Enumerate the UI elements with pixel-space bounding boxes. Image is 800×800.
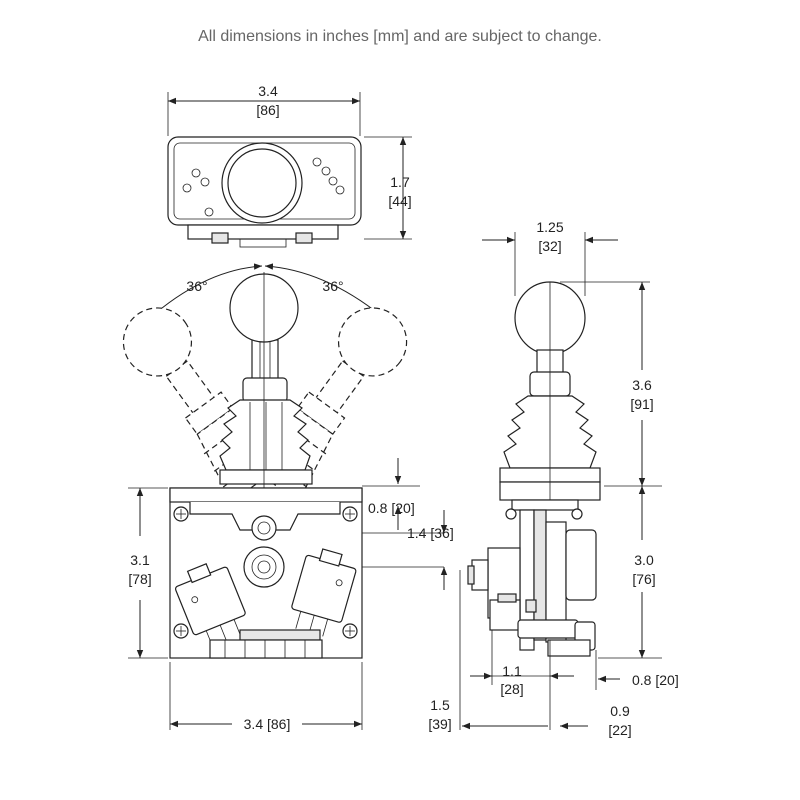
side-above-in-label: 3.6 [632,377,652,393]
angle-right-label: 36° [322,278,343,294]
side-depth-d-in-label: 0.9 [610,703,630,719]
side-depth-c-mm-label: [39] [428,716,451,732]
microswitch-right [291,548,357,637]
side-below-in-label: 3.0 [634,552,654,568]
disclaimer-caption: All dimensions in inches [mm] and are su… [198,28,602,45]
side-grip-in-label: 1.25 [536,219,563,235]
top-width-mm-label: [86] [256,102,279,118]
front-width-label: 3.4 [86] [244,716,291,732]
microswitch-left [174,563,246,648]
grip-vertical [219,272,313,500]
side-below-mm-label: [76] [632,571,655,587]
top-depth-mm-label: [44] [388,193,411,209]
housing-front [169,487,363,659]
side-depth-a-mm-label: [28] [500,681,523,697]
front-height-in-label: 3.1 [130,552,150,568]
offset-a-label: 0.8 [20] [368,500,415,516]
side-grip-mm-label: [32] [538,238,561,254]
side-depth-b-label: 0.8 [20] [632,672,679,688]
top-width-in-label: 3.4 [258,83,278,99]
side-grip [499,281,601,501]
side-view: 1.25 [32] [428,219,678,738]
top-view: 3.4 [86] 1.7 [44] [167,83,412,248]
side-above-mm-label: [91] [630,396,653,412]
top-depth-in-label: 1.7 [390,174,410,190]
side-mechanism [467,499,597,657]
angle-left-label: 36° [186,278,207,294]
front-view: 36° 36° [122,263,454,732]
offset-b-label: 1.4 [36] [407,525,454,541]
side-depth-a-in-label: 1.1 [502,663,522,679]
side-depth-d-mm-label: [22] [608,722,631,738]
side-depth-c-in-label: 1.5 [430,697,450,713]
front-height-mm-label: [78] [128,571,151,587]
grip-top-inner [227,148,297,218]
